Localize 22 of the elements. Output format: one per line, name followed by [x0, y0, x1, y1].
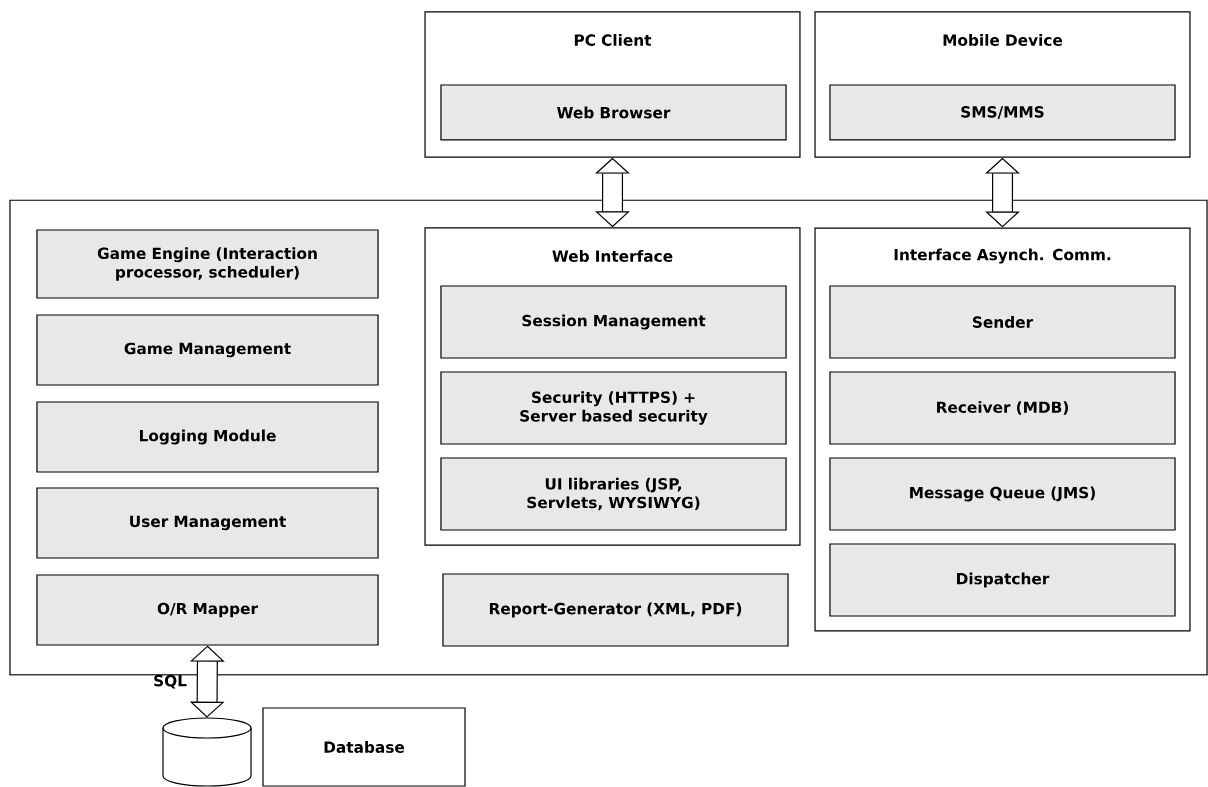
module-box: Message Queue (JMS) — [829, 457, 1176, 531]
module-box: User Management — [36, 487, 379, 559]
double-arrow — [595, 157, 630, 228]
module-box: Dispatcher — [829, 543, 1176, 617]
module-box: Game Engine (Interaction processor, scheduler) — [36, 229, 379, 299]
module-box: SMS/MMS — [829, 84, 1176, 141]
label-box: Database — [262, 707, 466, 787]
module-box: UI libraries (JSP, Servlets, WYSIWYG) — [440, 457, 787, 531]
edge-label: SQL — [154, 674, 187, 689]
frame — [9, 199, 1208, 676]
module-box: Security (HTTPS) + Server based security — [440, 371, 787, 445]
module-box: Logging Module — [36, 401, 379, 473]
module-box: Web Browser — [440, 84, 787, 141]
module-box: Sender — [829, 285, 1176, 359]
module-box: Session Management — [440, 285, 787, 359]
database-cylinder — [162, 717, 252, 787]
double-arrow — [189, 645, 225, 718]
double-arrow — [985, 157, 1020, 228]
module-box: Game Management — [36, 314, 379, 386]
module-box: Report-Generator (XML, PDF) — [442, 573, 789, 647]
module-box: O/R Mapper — [36, 574, 379, 646]
module-box: Receiver (MDB) — [829, 371, 1176, 445]
